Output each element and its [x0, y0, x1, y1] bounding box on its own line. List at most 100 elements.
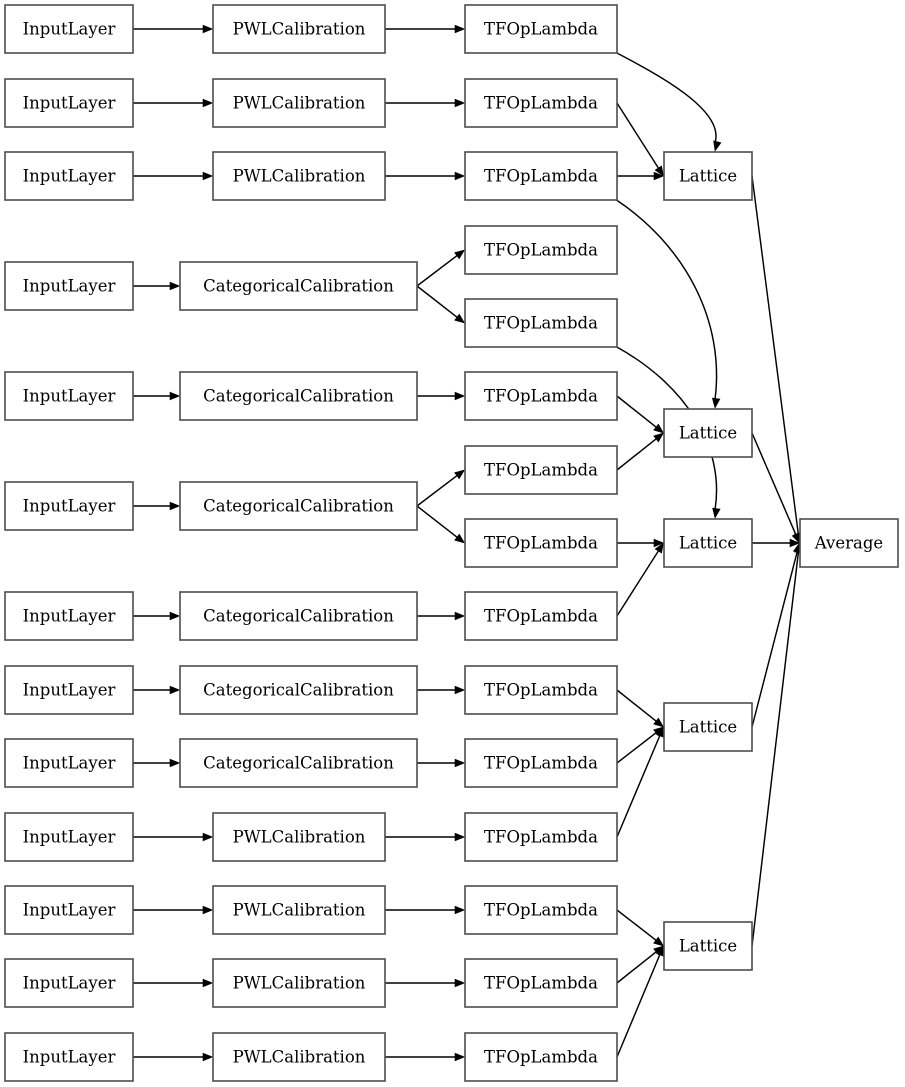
- node-avg-average[interactable]: Average: [799, 518, 899, 568]
- edge-arrowhead: [169, 501, 181, 511]
- node-tf5-tfop-lambda[interactable]: TFOpLambda: [464, 298, 618, 348]
- node-tf10-tfop-lambda[interactable]: TFOpLambda: [464, 665, 618, 715]
- node-box[interactable]: [212, 812, 386, 862]
- node-box[interactable]: [464, 78, 618, 128]
- node-box[interactable]: [464, 738, 618, 788]
- node-lat4-lattice[interactable]: Lattice: [663, 702, 753, 752]
- node-in2-input-layer[interactable]: InputLayer: [4, 78, 134, 128]
- node-box[interactable]: [464, 665, 618, 715]
- node-cal13-pwlcalibration[interactable]: PWLCalibration: [212, 1032, 386, 1082]
- edge-input-layer-to-categorical-calibration: [133, 685, 181, 695]
- node-box[interactable]: [464, 591, 618, 641]
- node-box[interactable]: [4, 738, 134, 788]
- node-in9-input-layer[interactable]: InputLayer: [4, 738, 134, 788]
- node-tf2-tfop-lambda[interactable]: TFOpLambda: [464, 78, 618, 128]
- node-box[interactable]: [179, 371, 418, 421]
- node-box[interactable]: [212, 958, 386, 1008]
- node-in7-input-layer[interactable]: InputLayer: [4, 591, 134, 641]
- node-box[interactable]: [212, 1032, 386, 1082]
- node-box[interactable]: [464, 1032, 618, 1082]
- node-in10-input-layer[interactable]: InputLayer: [4, 812, 134, 862]
- node-lat3-lattice[interactable]: Lattice: [663, 518, 753, 568]
- node-cal8-categorical-calibration[interactable]: CategoricalCalibration: [179, 665, 418, 715]
- node-box[interactable]: [663, 702, 753, 752]
- node-box[interactable]: [464, 445, 618, 495]
- node-tf14-tfop-lambda[interactable]: TFOpLambda: [464, 958, 618, 1008]
- node-in8-input-layer[interactable]: InputLayer: [4, 665, 134, 715]
- node-tf9-tfop-lambda[interactable]: TFOpLambda: [464, 591, 618, 641]
- node-cal5-categorical-calibration[interactable]: CategoricalCalibration: [179, 371, 418, 421]
- node-tf12-tfop-lambda[interactable]: TFOpLambda: [464, 812, 618, 862]
- node-in1-input-layer[interactable]: InputLayer: [4, 4, 134, 54]
- node-box[interactable]: [464, 4, 618, 54]
- node-box[interactable]: [663, 408, 753, 458]
- node-box[interactable]: [464, 151, 618, 201]
- node-tf11-tfop-lambda[interactable]: TFOpLambda: [464, 738, 618, 788]
- node-box[interactable]: [799, 518, 899, 568]
- node-tf3-tfop-lambda[interactable]: TFOpLambda: [464, 151, 618, 201]
- node-box[interactable]: [179, 481, 418, 531]
- node-in5-input-layer[interactable]: InputLayer: [4, 371, 134, 421]
- node-in13-input-layer[interactable]: InputLayer: [4, 1032, 134, 1082]
- node-lat1-lattice[interactable]: Lattice: [663, 151, 753, 201]
- node-box[interactable]: [4, 151, 134, 201]
- node-tf6-tfop-lambda[interactable]: TFOpLambda: [464, 371, 618, 421]
- node-tf4-tfop-lambda[interactable]: TFOpLambda: [464, 225, 618, 275]
- node-box[interactable]: [4, 591, 134, 641]
- node-box[interactable]: [212, 4, 386, 54]
- node-box[interactable]: [4, 885, 134, 935]
- node-box[interactable]: [212, 151, 386, 201]
- node-tf15-tfop-lambda[interactable]: TFOpLambda: [464, 1032, 618, 1082]
- node-tf13-tfop-lambda[interactable]: TFOpLambda: [464, 885, 618, 935]
- edge-arrowhead: [169, 685, 181, 695]
- node-box[interactable]: [179, 261, 418, 311]
- node-in3-input-layer[interactable]: InputLayer: [4, 151, 134, 201]
- node-in6-input-layer[interactable]: InputLayer: [4, 481, 134, 531]
- node-cal2-pwlcalibration[interactable]: PWLCalibration: [212, 78, 386, 128]
- node-cal3-pwlcalibration[interactable]: PWLCalibration: [212, 151, 386, 201]
- edge-line: [616, 735, 661, 838]
- node-box[interactable]: [179, 665, 418, 715]
- node-cal12-pwlcalibration[interactable]: PWLCalibration: [212, 958, 386, 1008]
- edge-arrowhead: [202, 905, 214, 915]
- node-box[interactable]: [4, 4, 134, 54]
- node-box[interactable]: [464, 371, 618, 421]
- node-box[interactable]: [464, 298, 618, 348]
- node-box[interactable]: [212, 885, 386, 935]
- node-box[interactable]: [663, 921, 753, 971]
- node-cal7-categorical-calibration[interactable]: CategoricalCalibration: [179, 591, 418, 641]
- node-cal6-categorical-calibration[interactable]: CategoricalCalibration: [179, 481, 418, 531]
- edge-categorical-calibration-to-tfop-lambda: [416, 249, 466, 287]
- node-box[interactable]: [179, 738, 418, 788]
- node-tf7-tfop-lambda[interactable]: TFOpLambda: [464, 445, 618, 495]
- node-tf8-tfop-lambda[interactable]: TFOpLambda: [464, 518, 618, 568]
- node-cal10-pwlcalibration[interactable]: PWLCalibration: [212, 812, 386, 862]
- node-box[interactable]: [4, 812, 134, 862]
- node-box[interactable]: [4, 481, 134, 531]
- node-box[interactable]: [464, 885, 618, 935]
- node-box[interactable]: [179, 591, 418, 641]
- node-lat5-lattice[interactable]: Lattice: [663, 921, 753, 971]
- node-box[interactable]: [4, 261, 134, 311]
- node-cal11-pwlcalibration[interactable]: PWLCalibration: [212, 885, 386, 935]
- node-cal1-pwlcalibration[interactable]: PWLCalibration: [212, 4, 386, 54]
- node-in4-input-layer[interactable]: InputLayer: [4, 261, 134, 311]
- node-box[interactable]: [4, 958, 134, 1008]
- node-box[interactable]: [464, 225, 618, 275]
- node-in11-input-layer[interactable]: InputLayer: [4, 885, 134, 935]
- node-box[interactable]: [464, 812, 618, 862]
- node-cal4-categorical-calibration[interactable]: CategoricalCalibration: [179, 261, 418, 311]
- node-box[interactable]: [4, 371, 134, 421]
- node-box[interactable]: [464, 518, 618, 568]
- node-lat2-lattice[interactable]: Lattice: [663, 408, 753, 458]
- node-cal9-categorical-calibration[interactable]: CategoricalCalibration: [179, 738, 418, 788]
- node-box[interactable]: [212, 78, 386, 128]
- node-tf1-tfop-lambda[interactable]: TFOpLambda: [464, 4, 618, 54]
- node-box[interactable]: [464, 958, 618, 1008]
- node-in12-input-layer[interactable]: InputLayer: [4, 958, 134, 1008]
- node-box[interactable]: [4, 665, 134, 715]
- node-box[interactable]: [663, 151, 753, 201]
- node-box[interactable]: [4, 1032, 134, 1082]
- node-box[interactable]: [663, 518, 753, 568]
- node-box[interactable]: [4, 78, 134, 128]
